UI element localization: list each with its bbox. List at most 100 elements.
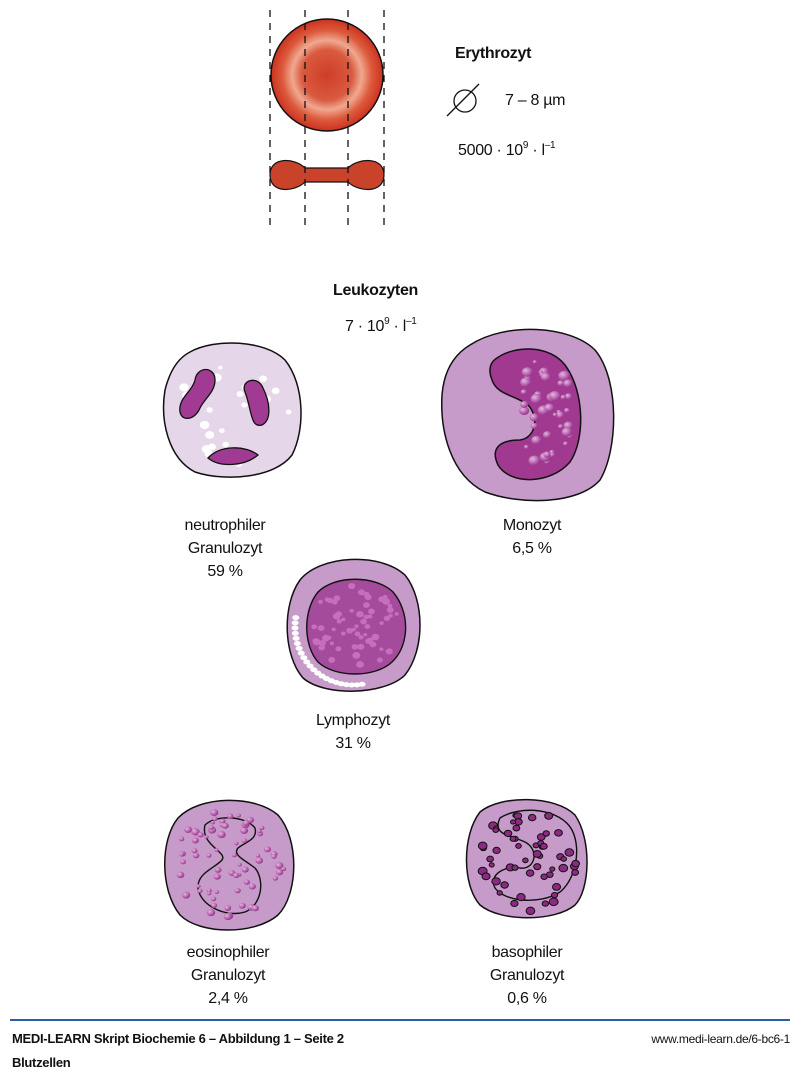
vacuole — [218, 428, 225, 434]
granule — [255, 854, 261, 858]
granule — [272, 875, 279, 881]
granule — [223, 913, 233, 921]
vacuole — [241, 402, 248, 408]
granule — [184, 826, 193, 834]
granule — [214, 890, 220, 894]
granule — [491, 877, 501, 886]
granule — [212, 816, 218, 822]
granule — [371, 633, 380, 641]
cell-percent: 31 % — [335, 735, 371, 752]
leukocytes-title: Leukozyten — [333, 282, 419, 299]
granule — [251, 905, 259, 912]
count-unit: · l — [389, 318, 407, 335]
granule — [234, 841, 239, 846]
granule — [554, 829, 563, 837]
footer-divider — [10, 1019, 790, 1021]
vacuole — [295, 645, 303, 651]
granule — [221, 822, 229, 829]
count-unit-exp: –1 — [405, 316, 417, 327]
granule — [521, 367, 534, 377]
granule — [558, 424, 564, 429]
granule — [520, 400, 529, 408]
footer-url[interactable]: www.medi-learn.de/6-bc6-1 — [651, 1032, 790, 1046]
granule — [523, 444, 529, 450]
granule — [519, 406, 530, 415]
dimension-lines — [269, 10, 385, 226]
cell-name: basophiler — [491, 944, 563, 961]
granule — [340, 631, 346, 636]
granule — [552, 883, 562, 891]
granule — [275, 869, 284, 876]
granule — [564, 393, 573, 400]
granule — [510, 899, 519, 907]
granule — [522, 857, 529, 864]
cell-name: Monozyt — [502, 517, 562, 534]
granule — [192, 852, 200, 859]
granule — [255, 857, 264, 864]
granule — [318, 644, 325, 651]
granule — [346, 627, 354, 634]
granule — [558, 863, 569, 873]
vacuole — [206, 407, 213, 413]
granule — [530, 422, 538, 429]
erythrocyte-side-view — [269, 160, 385, 190]
granule — [180, 859, 187, 865]
erythrocyte-title: Erythrozyt — [455, 45, 532, 62]
granule — [481, 872, 491, 881]
granule — [232, 872, 240, 879]
granule — [236, 813, 241, 818]
granule — [238, 902, 246, 909]
granule — [369, 641, 377, 648]
granule — [533, 863, 542, 871]
granule — [312, 638, 319, 644]
granule — [363, 632, 368, 637]
granule — [492, 827, 500, 833]
granule — [563, 441, 569, 446]
granule — [563, 379, 573, 388]
granule — [348, 583, 356, 590]
count-base: 5000 · 10 — [458, 142, 523, 159]
granule — [206, 891, 212, 896]
granule — [208, 825, 214, 830]
footer-title: MEDI-LEARN Skript Biochemie 6 – Abbildun… — [12, 1031, 344, 1046]
granule — [213, 873, 221, 880]
granule — [364, 624, 371, 629]
granule — [531, 435, 542, 445]
granule — [555, 411, 565, 419]
granule — [542, 431, 552, 439]
granule — [240, 827, 249, 834]
granule — [352, 651, 361, 659]
vacuole — [348, 682, 356, 688]
granule — [561, 427, 573, 437]
leukocytes-count: 7 · 109 · l–1 — [345, 316, 417, 336]
count-unit: · l — [528, 142, 545, 159]
granule — [349, 608, 354, 613]
granule — [237, 862, 242, 867]
granule — [515, 843, 522, 849]
cell-name: neutrophiler — [184, 517, 266, 534]
granule — [206, 853, 212, 858]
vacuole — [306, 663, 314, 669]
granule — [558, 370, 571, 381]
granule — [333, 595, 341, 602]
granule — [356, 610, 364, 618]
granule — [530, 393, 543, 404]
granule — [231, 852, 237, 858]
granule — [326, 635, 332, 640]
granule — [527, 813, 537, 822]
granule — [563, 421, 574, 430]
granule — [351, 644, 359, 650]
granule — [324, 597, 330, 602]
lymphocyte-cell — [286, 558, 421, 692]
granule — [571, 859, 581, 868]
vacuole — [310, 667, 318, 673]
granule — [363, 614, 369, 620]
granule — [358, 589, 365, 596]
granule — [259, 825, 265, 831]
granule — [532, 360, 538, 364]
vacuole — [205, 431, 215, 439]
